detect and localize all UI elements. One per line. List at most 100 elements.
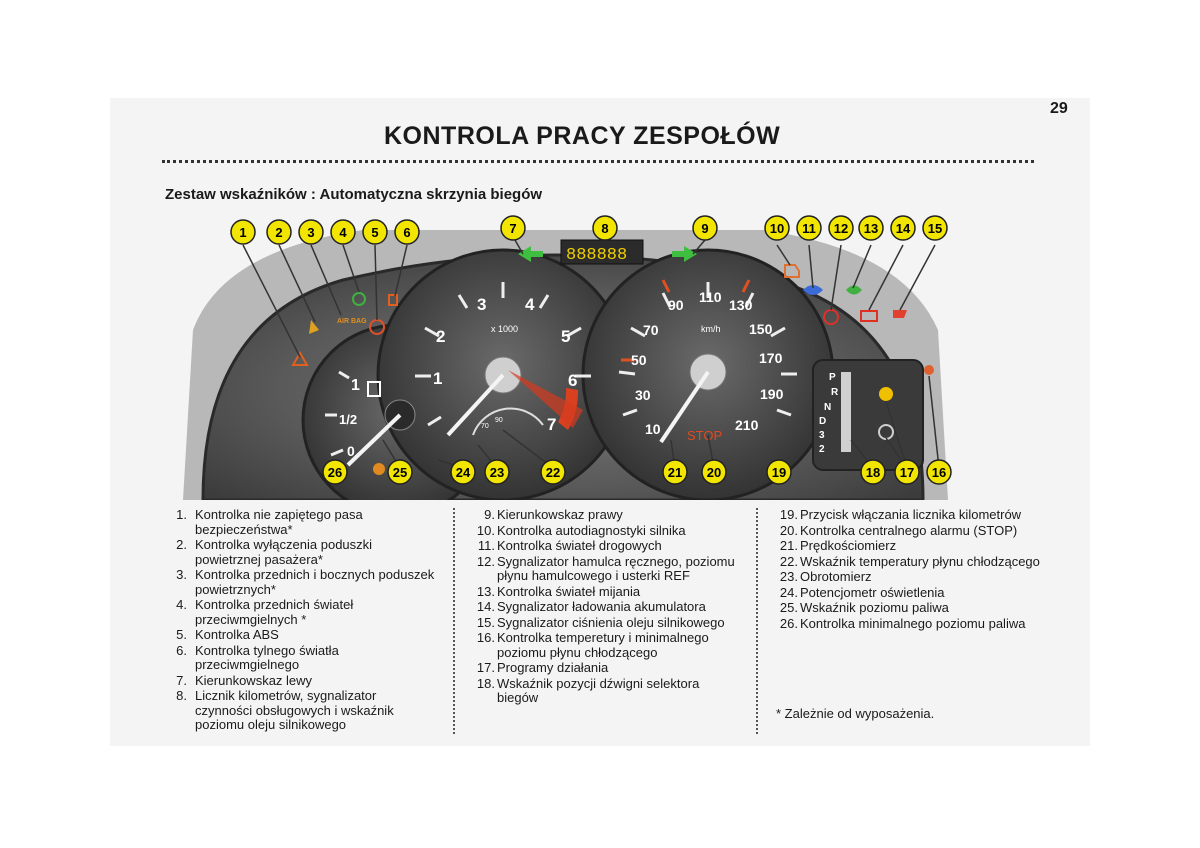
- tacho-label-6: 6: [568, 371, 577, 390]
- callout-2: 2: [267, 220, 291, 244]
- sport-program-icon: [879, 387, 893, 401]
- legend-item: 26.Kontrolka minimalnego poziomu paliwa: [772, 617, 1040, 632]
- legend-item: 11.Kontrolka świateł drogowych: [469, 539, 739, 554]
- legend-item: 15.Sygnalizator ciśnienia oleju silnikow…: [469, 616, 739, 631]
- instrument-cluster-illustration: 1 2 3 4 5 6 7 x 1000 70 90 1 1/2 0: [163, 210, 958, 500]
- legend-item: 25.Wskaźnik poziomu paliwa: [772, 601, 1040, 616]
- speedo-label-10: 10: [645, 421, 661, 437]
- speedo-label-30: 30: [635, 387, 651, 403]
- callout-21: 21: [663, 460, 687, 484]
- svg-text:3: 3: [307, 225, 314, 240]
- gear-p: P: [829, 372, 836, 383]
- callout-9: 9: [693, 216, 717, 240]
- callout-14: 14: [891, 216, 915, 240]
- svg-text:20: 20: [707, 465, 721, 480]
- gear-n: N: [824, 402, 831, 413]
- svg-text:26: 26: [328, 465, 342, 480]
- svg-text:25: 25: [393, 465, 407, 480]
- callout-16: 16: [927, 460, 951, 484]
- fuel-label-full: 1: [351, 377, 360, 394]
- legend-item: 6.Kontrolka tylnego światła przeciwmgiel…: [165, 644, 437, 673]
- tacho-unit: x 1000: [491, 324, 518, 334]
- callout-10: 10: [765, 216, 789, 240]
- legend-column-1: 1.Kontrolka nie zapiętego pasa bezpiecze…: [165, 508, 437, 734]
- speedo-label-170: 170: [759, 350, 783, 366]
- legend-item: 23.Obrotomierz: [772, 570, 1040, 585]
- legend-item: 21.Prędkościomierz: [772, 539, 1040, 554]
- tacho-label-2: 2: [436, 327, 445, 346]
- column-divider: [453, 508, 455, 734]
- callout-8: 8: [593, 216, 617, 240]
- svg-text:8: 8: [601, 221, 608, 236]
- callout-15: 15: [923, 216, 947, 240]
- speedo-label-70: 70: [643, 322, 659, 338]
- svg-text:15: 15: [928, 221, 942, 236]
- title-divider: [162, 160, 1034, 163]
- legend-item: 7.Kierunkowskaz lewy: [165, 674, 437, 689]
- svg-text:19: 19: [772, 465, 786, 480]
- legend-item: 17.Programy działania: [469, 661, 739, 676]
- legend-item: 18.Wskaźnik pozycji dźwigni selektora bi…: [469, 677, 739, 706]
- legend-item: 1.Kontrolka nie zapiętego pasa bezpiecze…: [165, 508, 437, 537]
- tacho-label-7: 7: [547, 415, 556, 434]
- svg-text:18: 18: [866, 465, 880, 480]
- low-fuel-icon: [373, 463, 385, 475]
- legend-item: 14.Sygnalizator ładowania akumulatora: [469, 600, 739, 615]
- temp-label-70: 70: [481, 423, 489, 430]
- speedo-label-90: 90: [668, 297, 684, 313]
- svg-text:16: 16: [932, 465, 946, 480]
- section-subtitle: Zestaw wskaźników : Automatyczna skrzyni…: [165, 186, 542, 203]
- callout-26: 26: [323, 460, 347, 484]
- legend-item: 12.Sygnalizator hamulca ręcznego, poziom…: [469, 555, 739, 584]
- legend-item: 5.Kontrolka ABS: [165, 628, 437, 643]
- speedo-label-110: 110: [699, 289, 722, 305]
- callout-5: 5: [363, 220, 387, 244]
- speedo-label-190: 190: [760, 386, 784, 402]
- legend-item: 20.Kontrolka centralnego alarmu (STOP): [772, 524, 1040, 539]
- legend-column-3: 19.Przycisk włączania licznika kilometró…: [772, 508, 1040, 632]
- footnote: * Zależnie od wyposażenia.: [776, 706, 934, 721]
- callout-25: 25: [388, 460, 412, 484]
- callout-4: 4: [331, 220, 355, 244]
- legend-item: 19.Przycisk włączania licznika kilometró…: [772, 508, 1040, 523]
- legend-item: 2.Kontrolka wyłączenia poduszki powietrz…: [165, 538, 437, 567]
- svg-text:21: 21: [668, 465, 682, 480]
- svg-text:23: 23: [490, 465, 504, 480]
- gear-3: 3: [819, 430, 825, 441]
- svg-text:12: 12: [834, 221, 848, 236]
- svg-text:9: 9: [701, 221, 708, 236]
- svg-text:24: 24: [456, 465, 471, 480]
- svg-text:10: 10: [770, 221, 784, 236]
- svg-text:11: 11: [802, 221, 816, 236]
- svg-text:7: 7: [509, 221, 516, 236]
- svg-text:2: 2: [275, 225, 282, 240]
- speedo-label-130: 130: [729, 297, 753, 313]
- callout-6: 6: [395, 220, 419, 244]
- callout-12: 12: [829, 216, 853, 240]
- legend-item: 9.Kierunkowskaz prawy: [469, 508, 739, 523]
- coolant-temp-icon: [924, 365, 934, 375]
- svg-text:1: 1: [239, 225, 246, 240]
- svg-text:22: 22: [546, 465, 560, 480]
- svg-text:4: 4: [339, 225, 347, 240]
- page-number: 29: [1050, 100, 1068, 118]
- callout-22: 22: [541, 460, 565, 484]
- callout-11: 11: [797, 216, 821, 240]
- legend-item: 8.Licznik kilometrów, sygnalizator czynn…: [165, 689, 437, 733]
- svg-text:14: 14: [896, 221, 911, 236]
- callout-13: 13: [859, 216, 883, 240]
- legend-column-2: 9.Kierunkowskaz prawy 10.Kontrolka autod…: [469, 508, 739, 707]
- tacho-label-5: 5: [561, 327, 570, 346]
- callout-1: 1: [231, 220, 255, 244]
- speedo-label-210: 210: [735, 417, 759, 433]
- gear-d: D: [819, 416, 826, 427]
- svg-text:13: 13: [864, 221, 878, 236]
- legend-item: 4.Kontrolka przednich świateł przeciwmgi…: [165, 598, 437, 627]
- legend-item: 13.Kontrolka świateł mijania: [469, 585, 739, 600]
- speedo-label-150: 150: [749, 321, 773, 337]
- gear-2: 2: [819, 444, 825, 455]
- fuel-label-empty: 0: [347, 443, 355, 459]
- legend-item: 10.Kontrolka autodiagnostyki silnika: [469, 524, 739, 539]
- callout-24: 24: [451, 460, 475, 484]
- gear-r: R: [831, 387, 839, 398]
